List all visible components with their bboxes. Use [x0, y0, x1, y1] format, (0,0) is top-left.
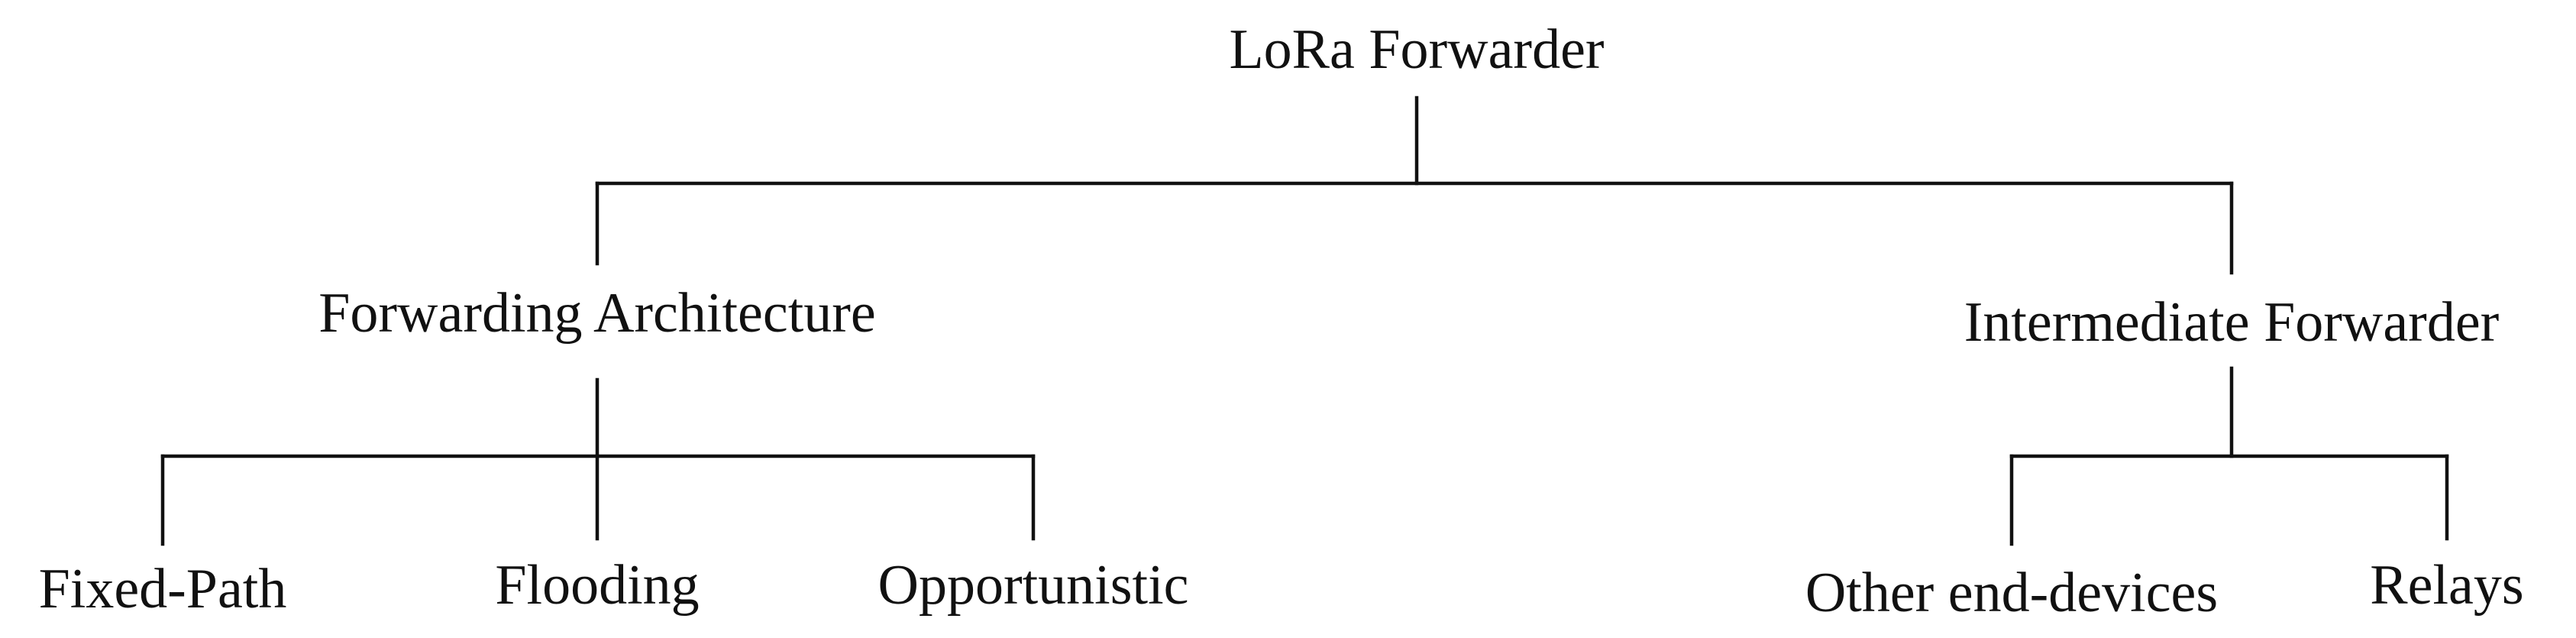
node-forwarding-architecture: Forwarding Architecture: [318, 282, 876, 345]
node-intermediate-forwarder: Intermediate Forwarder: [1964, 291, 2500, 354]
tree-nodes: LoRa Forwarder Forwarding Architecture I…: [39, 18, 2524, 624]
node-flooding: Flooding: [495, 554, 699, 617]
tree-connectors: [160, 96, 2449, 546]
node-other-end-devices: Other end-devices: [1805, 562, 2218, 624]
node-opportunistic: Opportunistic: [878, 554, 1189, 617]
node-lora-forwarder: LoRa Forwarder: [1229, 18, 1604, 81]
node-fixed-path: Fixed-Path: [39, 558, 287, 620]
node-relays: Relays: [2370, 554, 2523, 617]
